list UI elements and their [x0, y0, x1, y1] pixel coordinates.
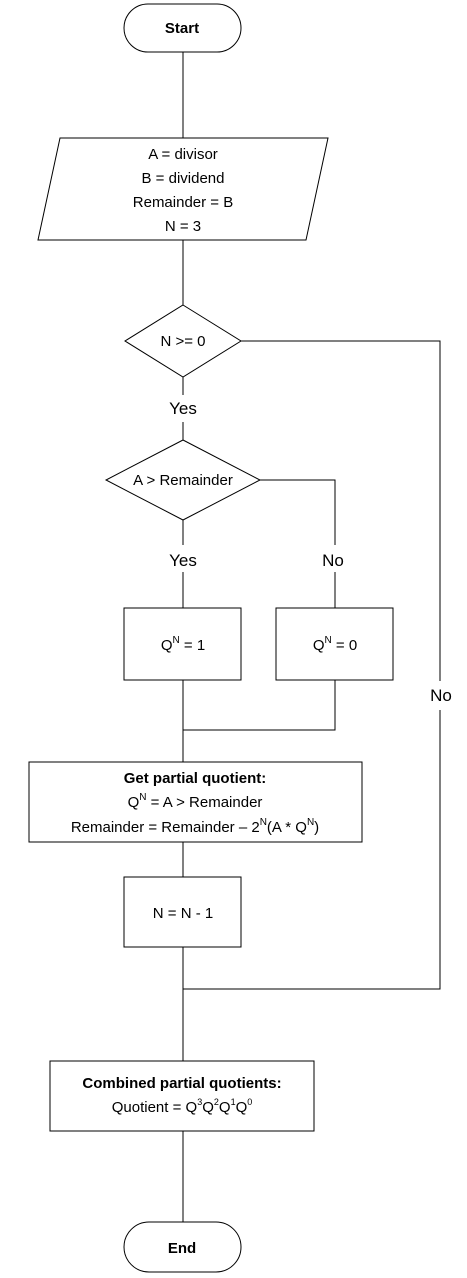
q1-superscript: N [173, 635, 180, 646]
connectors [182, 52, 441, 1222]
q0-superscript: N [325, 635, 332, 646]
input-line-dividend: B = dividend [142, 170, 225, 187]
process-q-equals-1: QN = 1 [123, 607, 242, 681]
input-parallelogram: A = divisor B = dividend Remainder = B N… [37, 137, 329, 241]
process-partial-quotient: Get partial quotient: QN = A > Remainder… [28, 761, 363, 843]
start-label: Start [165, 20, 199, 37]
partial-title: Get partial quotient: [124, 770, 267, 787]
partial-line-2: Remainder = Remainder – 2N(A * QN) [71, 817, 319, 836]
input-line-remainder: Remainder = B [133, 194, 233, 211]
connector-q0-merge [183, 680, 336, 731]
process-q-equals-0: QN = 0 [275, 607, 394, 681]
q1-tail: = 1 [180, 637, 205, 654]
connector-decision-n-no-bottom [183, 710, 441, 990]
connector-decision-n-no-top [241, 340, 441, 681]
end-label: End [168, 1240, 196, 1257]
decision-a: A > Remainder [104, 439, 262, 521]
combined-title: Combined partial quotients: [82, 1075, 281, 1092]
partial-line-1: QN = A > Remainder [128, 792, 263, 811]
end-terminator: End [123, 1221, 242, 1273]
combined-line: Quotient = Q3Q2Q1Q0 [112, 1097, 253, 1116]
decision-a-yes-label: Yes [169, 551, 197, 570]
start-terminator: Start [123, 3, 242, 53]
connector-decision-a-no-top [260, 479, 336, 545]
decrement-label: N = N - 1 [153, 905, 213, 922]
decision-a-label: A > Remainder [133, 472, 233, 489]
svg-text:QN = 1: QN = 1 [161, 635, 205, 654]
decision-n-label: N >= 0 [160, 333, 205, 350]
decision-n: N >= 0 [124, 304, 242, 378]
decision-n-no-label: No [430, 686, 452, 705]
q1-base: Q [161, 637, 173, 654]
svg-text:QN = 0: QN = 0 [313, 635, 357, 654]
decision-a-no-label: No [322, 551, 344, 570]
q0-tail: = 0 [332, 637, 357, 654]
process-combined-quotients: Combined partial quotients: Quotient = Q… [49, 1060, 315, 1132]
process-decrement: N = N - 1 [123, 876, 242, 948]
input-line-n: N = 3 [165, 218, 201, 235]
decision-n-yes-label: Yes [169, 399, 197, 418]
input-line-divisor: A = divisor [148, 146, 218, 163]
q0-base: Q [313, 637, 325, 654]
